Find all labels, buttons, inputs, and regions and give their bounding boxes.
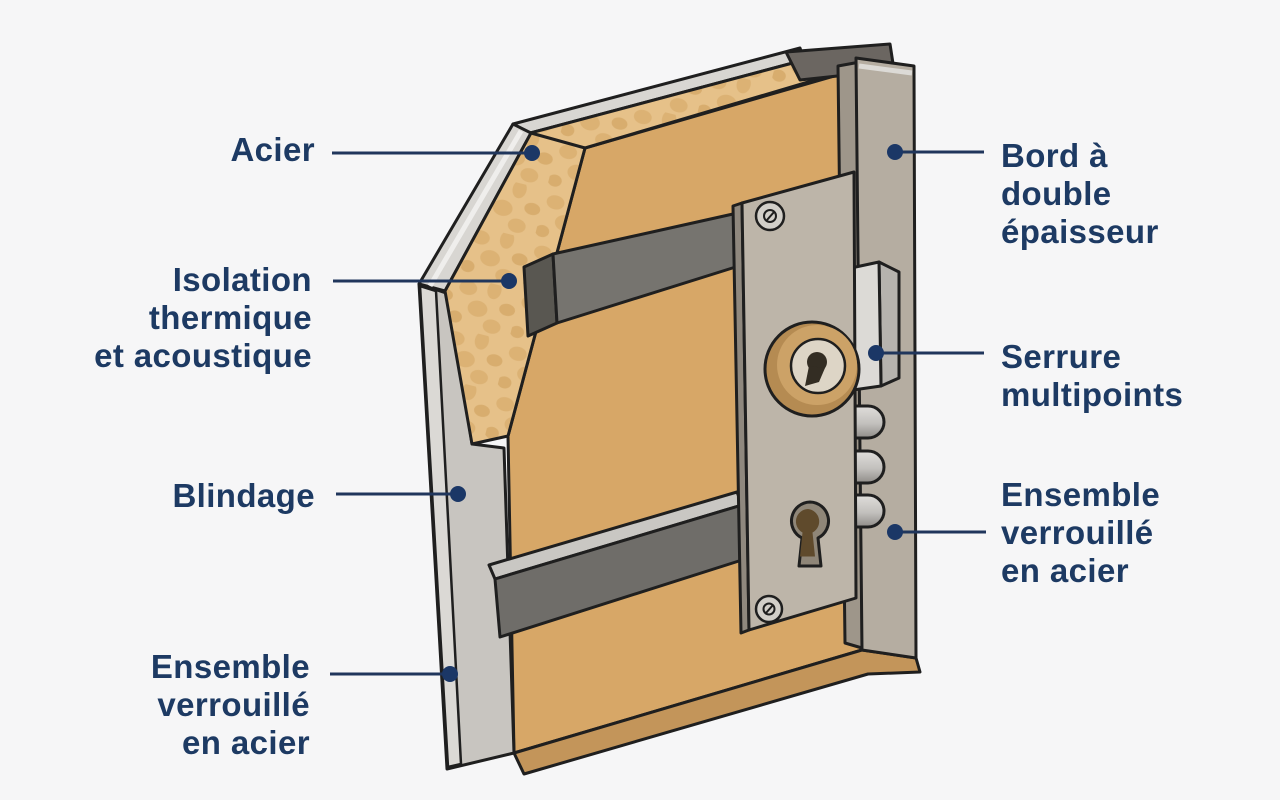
label-bord: Bord à double épaisseur — [1001, 137, 1159, 250]
deadbolt-2 — [850, 449, 886, 485]
keyhole — [789, 500, 831, 568]
deadbolt-3 — [850, 493, 886, 529]
armor-plate-outer-layer — [418, 284, 463, 769]
label-serrure: Serrure multipoints — [1001, 338, 1184, 413]
dot-serrure — [868, 345, 884, 361]
cylinder-keyhole — [805, 352, 827, 386]
leader-dots — [442, 144, 903, 682]
label-acier: Acier — [230, 131, 315, 168]
dot-ensemble-left — [442, 666, 458, 682]
label-ensemble-right: Ensemble verrouillé en acier — [1001, 476, 1161, 589]
reinforcement-bar-upper-end — [522, 252, 559, 338]
dot-ensemble-right — [887, 524, 903, 540]
screw-top — [754, 200, 786, 232]
cylinder-lock — [763, 320, 861, 418]
label-ensemble-left: Ensemble verrouillé en acier — [150, 648, 310, 761]
leader-lines — [330, 150, 986, 676]
dot-blindage — [450, 486, 466, 502]
deadbolt-1 — [850, 404, 886, 440]
label-isolation: Isolation thermique et acoustique — [94, 261, 312, 374]
dot-acier — [524, 145, 540, 161]
dot-isolation — [501, 273, 517, 289]
dot-bord — [887, 144, 903, 160]
screw-bottom — [754, 594, 784, 624]
insulation-cut-face — [443, 131, 587, 446]
label-blindage: Blindage — [172, 477, 315, 514]
